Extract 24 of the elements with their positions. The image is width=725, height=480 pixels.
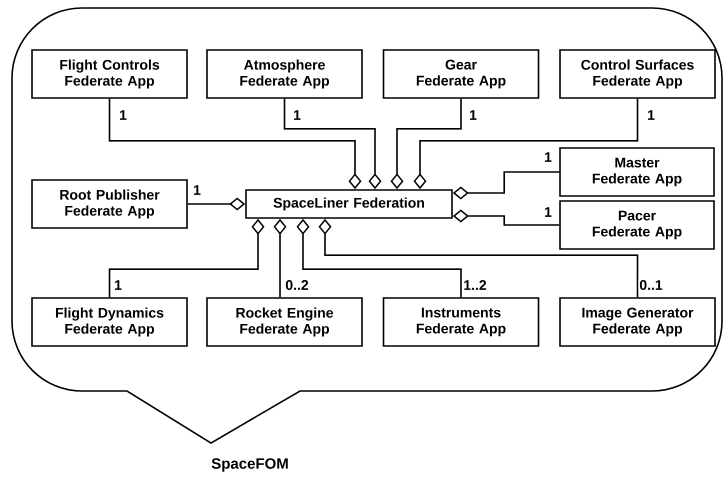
federate-box: Control Surfaces Federate App [559, 49, 716, 99]
multiplicity-label: 1..2 [462, 279, 488, 291]
multiplicity-label: 1 [646, 109, 656, 121]
federate-box: Pacer Federate App [559, 200, 715, 250]
federate-box: Flight Dynamics Federate App [31, 297, 188, 347]
federate-box: Flight Controls Federate App [31, 49, 188, 99]
multiplicity-label: 1 [292, 109, 302, 121]
federate-box: Rocket Engine Federate App [206, 297, 363, 347]
node-label: SpaceFOM [212, 458, 288, 472]
multiplicity-label: 1 [192, 184, 202, 196]
multiplicity-label: 1 [543, 151, 553, 163]
federate-box: Root Publisher Federate App [31, 179, 188, 229]
federate-box: Atmosphere Federate App [206, 49, 363, 99]
federate-box: Image Generator Federate App [559, 297, 716, 347]
multiplicity-label: 1 [468, 109, 478, 121]
federate-box: Instruments Federate App [382, 297, 540, 347]
multiplicity-label: 1 [118, 109, 128, 121]
federation-box: SpaceLiner Federation [245, 189, 453, 219]
multiplicity-label: 1 [113, 279, 123, 291]
multiplicity-label: 0..1 [638, 279, 664, 291]
multiplicity-label: 1 [543, 206, 553, 218]
federate-box: Gear Federate App [382, 49, 540, 99]
multiplicity-label: 0..2 [284, 279, 310, 291]
federate-box: Master Federate App [559, 147, 715, 197]
